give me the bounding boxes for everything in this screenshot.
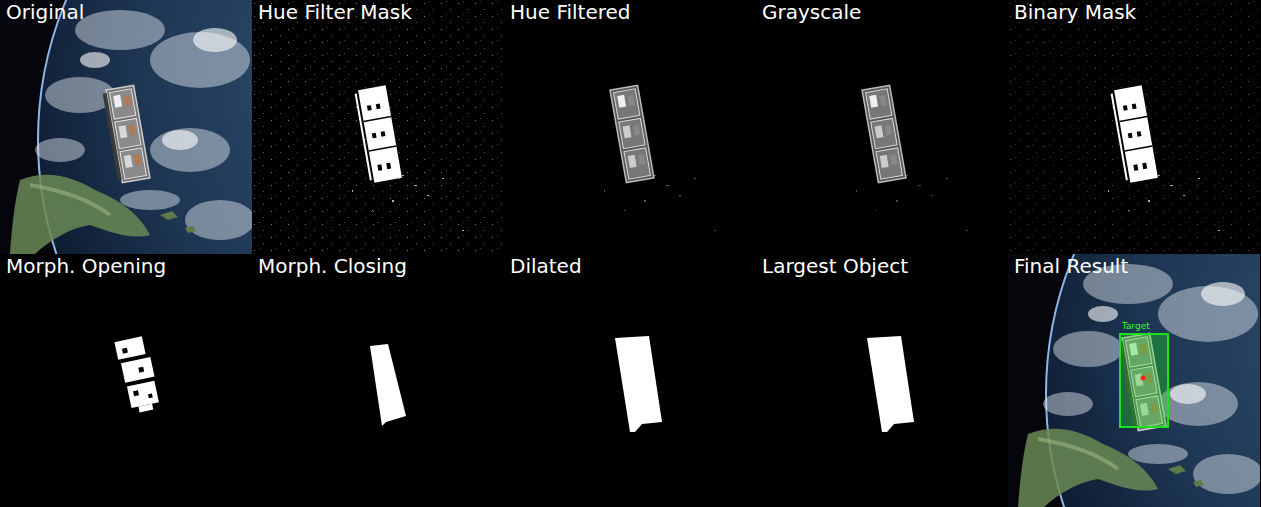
pipeline-panel: Final ResultTarget bbox=[1008, 254, 1260, 507]
pipeline-panel: Hue Filtered bbox=[504, 0, 756, 254]
panel-title: Binary Mask bbox=[1008, 0, 1136, 24]
detection-label: Target bbox=[1119, 321, 1169, 331]
bounding-box bbox=[1119, 333, 1169, 428]
panel-title: Morph. Closing bbox=[252, 254, 407, 278]
pipeline-panel: Hue Filter Mask bbox=[252, 0, 504, 254]
detection-box: Target bbox=[1119, 321, 1169, 428]
panel-title: Dilated bbox=[504, 254, 582, 278]
panel-title: Largest Object bbox=[756, 254, 908, 278]
pipeline-panel: Morph. Closing bbox=[252, 254, 504, 507]
panel-title: Hue Filtered bbox=[504, 0, 630, 24]
panel-title: Final Result bbox=[1008, 254, 1128, 278]
panel-title: Grayscale bbox=[756, 0, 861, 24]
panel-title: Morph. Opening bbox=[0, 254, 166, 278]
pipeline-panel: Morph. Opening bbox=[0, 254, 252, 507]
pipeline-panel: Largest Object bbox=[756, 254, 1008, 507]
panel-title: Hue Filter Mask bbox=[252, 0, 412, 24]
panel-title: Original bbox=[0, 0, 84, 24]
pipeline-panel: Original bbox=[0, 0, 252, 254]
pipeline-panel: Grayscale bbox=[756, 0, 1008, 254]
pipeline-panel: Binary Mask bbox=[1008, 0, 1260, 254]
pipeline-panel: Dilated bbox=[504, 254, 756, 507]
